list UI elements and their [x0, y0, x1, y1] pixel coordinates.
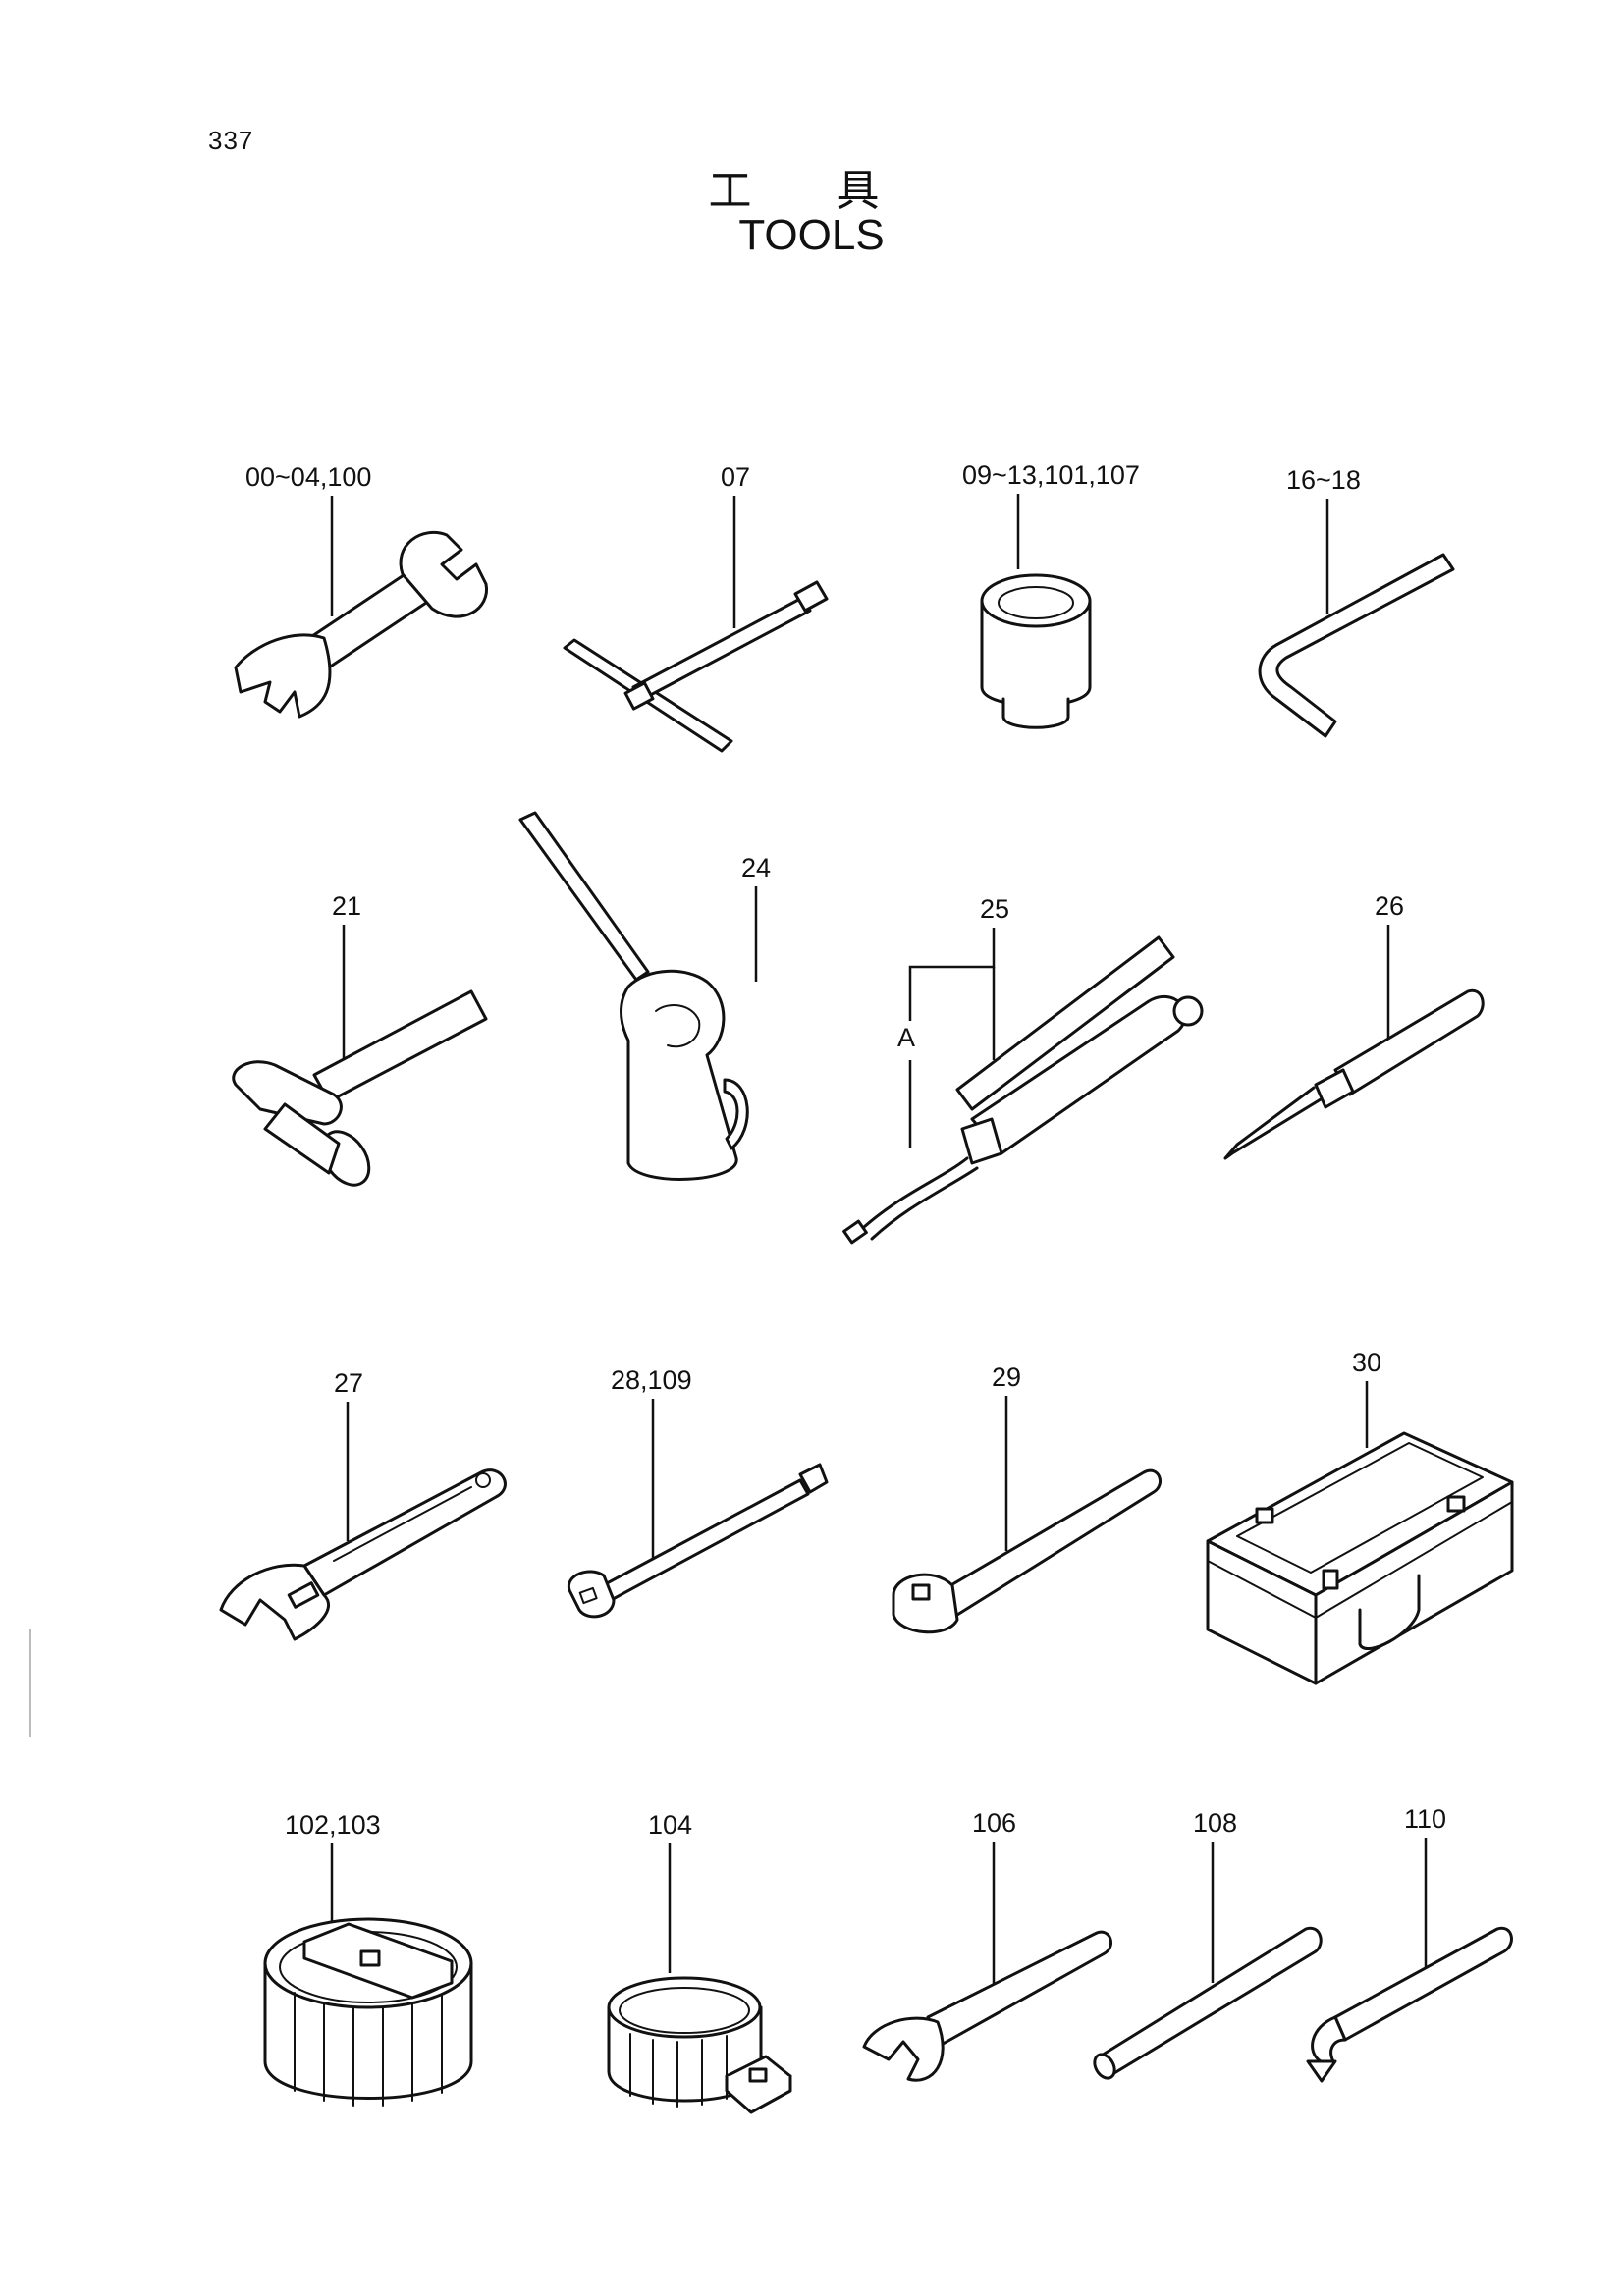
callout-t-wrench: 07	[721, 462, 750, 492]
callout-hammer: 21	[332, 891, 361, 921]
ratchet-handle-illustration: 29	[892, 1362, 1162, 1634]
callout-bar: 108	[1193, 1808, 1237, 1838]
page-title: TOOLS	[738, 211, 885, 259]
hammer-illustration: 21	[232, 891, 488, 1187]
callout-socket: 09~13,101,107	[962, 460, 1140, 490]
open-wrench-illustration: 106	[862, 1808, 1112, 2082]
page-title-japanese: 工 具	[708, 166, 915, 216]
filter-wrench-small-illustration: 104	[607, 1810, 792, 2114]
bent-key-illustration: 110	[1306, 1804, 1513, 2083]
callout-hex-key: 16~18	[1286, 465, 1361, 495]
t-wrench-illustration: 07	[563, 462, 829, 753]
callout-extension-bar: 28,109	[611, 1365, 692, 1395]
bar-illustration: 108	[1093, 1808, 1323, 2080]
spanner-illustration: 00~04,100	[234, 462, 488, 719]
callout-grease-gun: 25	[980, 894, 1009, 924]
callout-tool-box: 30	[1352, 1348, 1381, 1377]
callout-ratchet-handle: 29	[992, 1362, 1021, 1392]
callout-bent-key: 110	[1404, 1804, 1446, 1834]
screwdriver-illustration: 26	[1223, 891, 1485, 1160]
oil-can-illustration: 24	[518, 811, 771, 1181]
tool-box-illustration: 30	[1206, 1348, 1514, 1685]
callout-oil-can: 24	[741, 853, 771, 882]
callout-filter-wrench-large: 102,103	[285, 1810, 381, 1840]
callout-spanner: 00~04,100	[245, 462, 371, 492]
filter-wrench-large-illustration: 102,103	[263, 1810, 473, 2107]
page-number: 337	[208, 126, 254, 155]
extension-bar-illustration: 28,109	[567, 1365, 829, 1619]
adjustable-wrench-illustration: 27	[219, 1368, 507, 1641]
grease-gun-illustration: 25 A	[842, 894, 1204, 1245]
callout-open-wrench: 106	[972, 1808, 1016, 1838]
callout-screwdriver: 26	[1375, 891, 1404, 921]
callout-filter-wrench-small: 104	[648, 1810, 692, 1840]
hex-key-illustration: 16~18	[1258, 465, 1455, 738]
callout-adjustable-wrench: 27	[334, 1368, 363, 1398]
callout-grease-gun-sub: A	[897, 1023, 915, 1052]
socket-illustration: 09~13,101,107	[962, 460, 1140, 729]
margin-mark	[29, 1629, 31, 1737]
